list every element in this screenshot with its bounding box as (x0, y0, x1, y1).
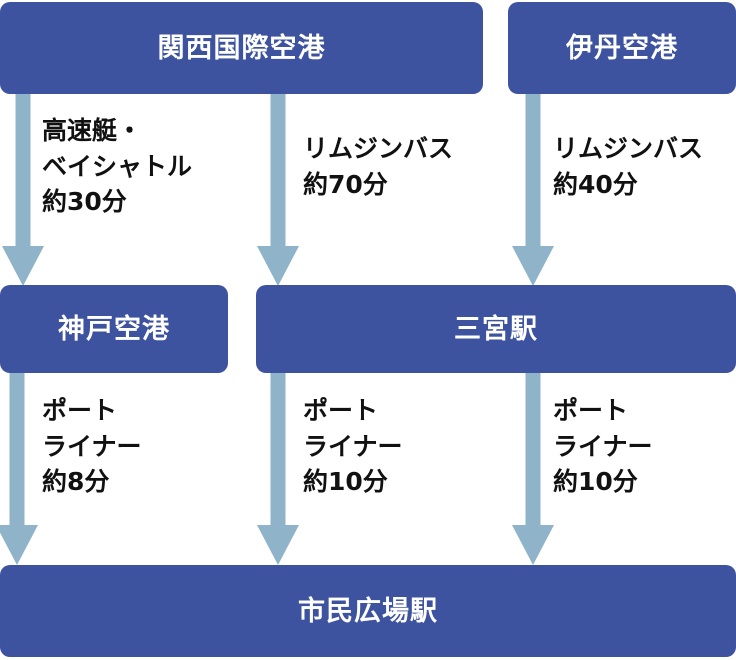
arrow-kix-to-sannomiya (257, 94, 299, 286)
arrow-head (512, 246, 554, 286)
edge-label-line: ポート (42, 396, 118, 425)
arrow-itami-to-sannomiya (512, 94, 554, 286)
node-label: 関西国際空港 (157, 32, 326, 64)
edge-label-line: 約8分 (42, 467, 110, 496)
arrow-head (512, 525, 554, 565)
arrow-head (257, 246, 299, 286)
edge-label-line: ポート (553, 396, 629, 425)
arrow-sannomiya-to-shimin-right (512, 373, 554, 565)
edge-label-line: ポート (303, 396, 379, 425)
node-sannomiya-station[interactable]: 三宮駅 (256, 285, 736, 373)
node-label: 三宮駅 (454, 313, 538, 345)
arrow-head (2, 246, 44, 286)
node-label: 市民広場駅 (298, 595, 438, 627)
edge-label-line: リムジンバス (303, 134, 454, 163)
arrow-shaft (525, 373, 541, 525)
edge-label-line: ライナー (42, 431, 142, 461)
node-shimin-hiroba-station[interactable]: 市民広場駅 (0, 565, 736, 657)
edge-label-line: ベイシャトル (42, 151, 193, 181)
arrow-head (0, 525, 38, 565)
node-label: 神戸空港 (58, 313, 170, 345)
edge-label-line: 約30分 (42, 187, 127, 216)
edge-label-line: リムジンバス (553, 134, 704, 163)
edge-label-line: 約10分 (303, 467, 388, 496)
arrow-head (257, 525, 299, 565)
arrow-sannomiya-to-shimin-left (257, 373, 299, 565)
edge-label-kix-to-sannomiya: リムジンバス 約70分 (303, 131, 453, 202)
edge-label-kix-to-kobe: 高速艇・ ベイシャトル 約30分 (42, 113, 192, 220)
edge-label-line: 約70分 (303, 169, 388, 199)
edge-label-itami-to-sannomiya: リムジンバス 約40分 (553, 131, 703, 202)
edge-label-line: 高速艇・ (42, 116, 143, 145)
node-kansai-international-airport[interactable]: 関西国際空港 (0, 2, 483, 94)
edge-label-kobe-to-shimin: ポート ライナー 約8分 (42, 393, 142, 500)
arrow-shaft (9, 373, 25, 525)
edge-label-line: 約10分 (553, 467, 638, 496)
edge-label-line: 約40分 (553, 169, 638, 199)
arrow-shaft (15, 94, 31, 246)
arrow-shaft (525, 94, 541, 246)
arrow-kix-to-kobe (2, 94, 44, 286)
edge-label-sannomiya-to-shimin-left: ポート ライナー 約10分 (303, 393, 403, 500)
node-label: 伊丹空港 (566, 32, 678, 64)
arrow-shaft (270, 373, 286, 525)
arrow-shaft (270, 94, 286, 246)
node-kobe-airport[interactable]: 神戸空港 (0, 285, 228, 373)
arrow-kobe-to-shimin (0, 373, 38, 565)
node-itami-airport[interactable]: 伊丹空港 (508, 2, 736, 94)
edge-label-line: ライナー (303, 431, 403, 461)
edge-label-line: ライナー (553, 431, 653, 461)
edge-label-sannomiya-to-shimin-right: ポート ライナー 約10分 (553, 393, 653, 500)
